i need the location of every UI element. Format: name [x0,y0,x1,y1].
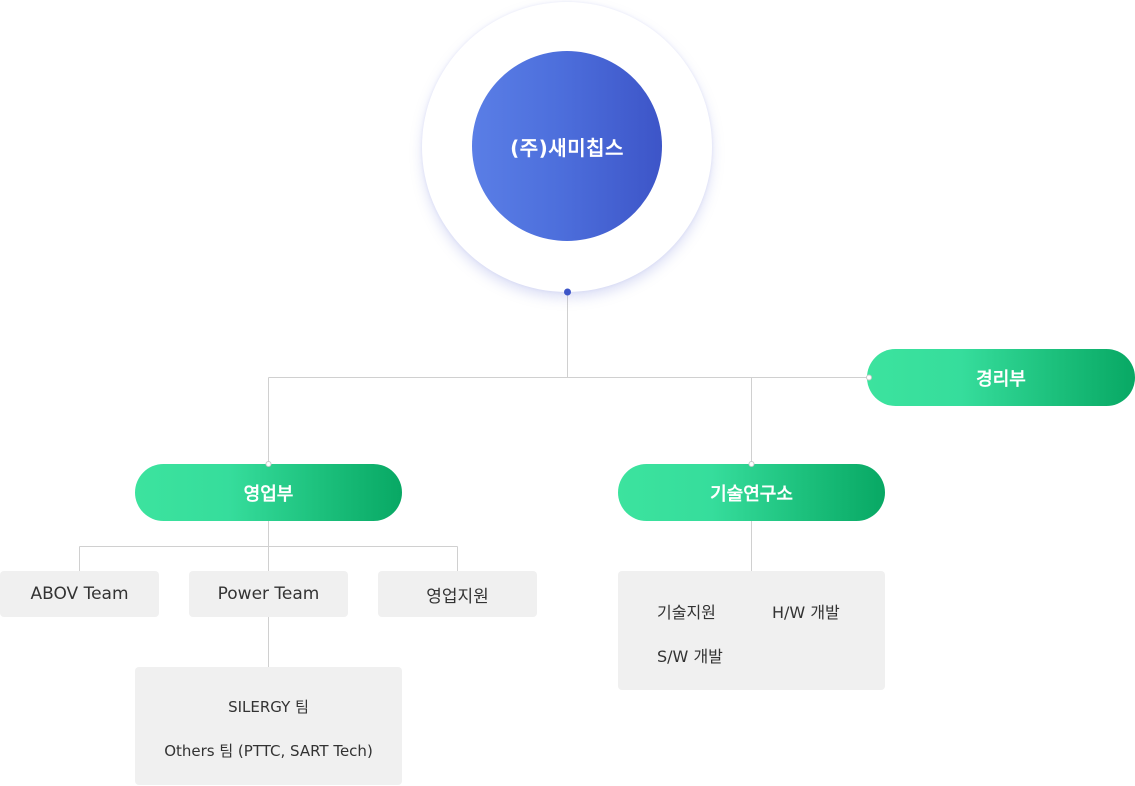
team-power-label: Power Team [217,584,320,604]
subteam-others: Others 팀 (PTTC, SART Tech) [164,742,373,760]
subteam-silergy: SILERGY 팀 [228,698,309,716]
admin-junction-dot [866,374,872,381]
dept-admin-label: 경리부 [976,368,1026,390]
team-power: Power Team [189,571,348,617]
team-abov: ABOV Team [0,571,159,617]
dept-sales-label: 영업부 [243,483,294,505]
dept-rnd: 기술연구소 [618,464,885,521]
sales-junction-dot [265,461,272,467]
team-sales-support-label: 영업지원 [426,586,489,607]
team-abov-label: ABOV Team [30,584,129,604]
power-subteams-box: SILERGY 팀 Others 팀 (PTTC, SART Tech) [135,667,402,785]
rnd-item-hw-dev: H/W 개발 [772,603,840,622]
root-node: (주)새미칩스 [472,51,662,241]
rnd-item-tech-support: 기술지원 [657,603,716,622]
root-junction-dot [564,288,571,296]
rnd-items-box: 기술지원 H/W 개발 S/W 개발 [618,571,885,690]
root-node-label: (주)새미칩스 [510,135,624,160]
dept-rnd-label: 기술연구소 [710,483,793,505]
rnd-item-sw-dev: S/W 개발 [657,647,723,666]
dept-sales: 영업부 [135,464,402,521]
team-sales-support: 영업지원 [378,571,537,617]
rnd-junction-dot [748,461,755,467]
dept-admin: 경리부 [867,349,1135,406]
